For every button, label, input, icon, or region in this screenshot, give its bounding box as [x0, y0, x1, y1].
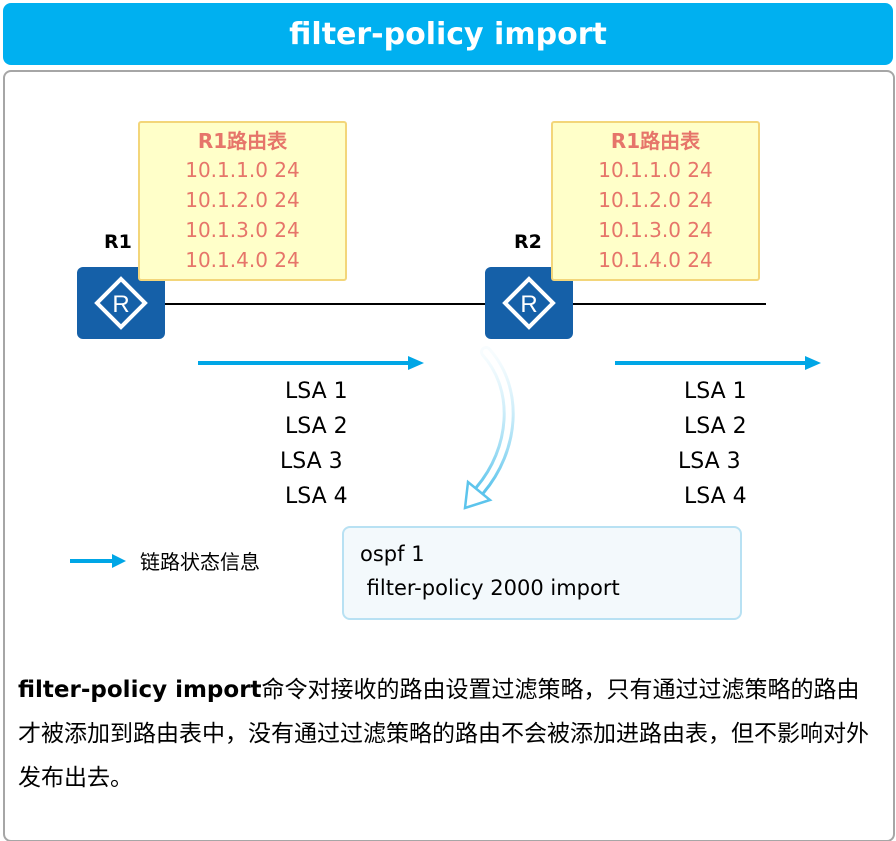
routing-table-title: R1路由表	[610, 129, 701, 153]
description-command: filter-policy import	[18, 677, 262, 703]
link-r2-out	[570, 303, 766, 305]
legend-arrow-icon	[70, 554, 126, 568]
legend-label: 链路状态信息	[140, 550, 260, 574]
arrow-right-icon	[615, 356, 821, 370]
lsa-item: LSA 3	[280, 449, 343, 474]
arrow-right-icon	[198, 356, 424, 370]
lsa-item: LSA 2	[684, 414, 747, 439]
page-title: filter-policy import	[289, 16, 607, 52]
router-icon: R	[502, 276, 556, 330]
lsa-item: LSA 3	[678, 449, 741, 474]
link-r1-r2	[160, 303, 490, 305]
lsa-item: LSA 1	[684, 379, 747, 404]
route-entry: 10.1.1.0 24	[598, 158, 713, 182]
lsa-item: LSA 1	[285, 379, 348, 404]
route-entry: 10.1.4.0 24	[598, 248, 713, 272]
routing-table-r1: R1路由表 10.1.1.0 24 10.1.2.0 24 10.1.3.0 2…	[138, 121, 347, 281]
title-bar: filter-policy import	[3, 3, 893, 65]
routing-table-title: R1路由表	[197, 129, 288, 153]
route-entry: 10.1.1.0 24	[185, 158, 300, 182]
routing-table-r2: R1路由表 10.1.1.0 24 10.1.2.0 24 10.1.3.0 2…	[551, 121, 760, 281]
route-entry: 10.1.2.0 24	[185, 188, 300, 212]
svg-text:R: R	[520, 291, 537, 318]
svg-text:R: R	[112, 291, 129, 318]
description: filter-policy import命令对接收的路由设置过滤策略，只有通过过…	[18, 668, 880, 800]
router-label-r2: R2	[514, 231, 542, 253]
route-entry: 10.1.4.0 24	[185, 248, 300, 272]
config-line: ospf 1	[360, 542, 425, 566]
description-text: 命令对接收的路由设置过滤策略，只有通过过滤策略的路由才被添加到路由表中，没有通过…	[18, 677, 869, 791]
curved-arrow-icon	[463, 346, 515, 510]
router-label-r1: R1	[104, 231, 132, 253]
route-entry: 10.1.3.0 24	[598, 218, 713, 242]
router-icon: R	[94, 276, 148, 330]
route-entry: 10.1.2.0 24	[598, 188, 713, 212]
route-entry: 10.1.3.0 24	[185, 218, 300, 242]
lsa-item: LSA 4	[684, 484, 747, 509]
lsa-item: LSA 4	[285, 484, 348, 509]
lsa-item: LSA 2	[285, 414, 348, 439]
config-line: filter-policy 2000 import	[360, 576, 620, 600]
config-box: ospf 1 filter-policy 2000 import	[342, 526, 742, 620]
